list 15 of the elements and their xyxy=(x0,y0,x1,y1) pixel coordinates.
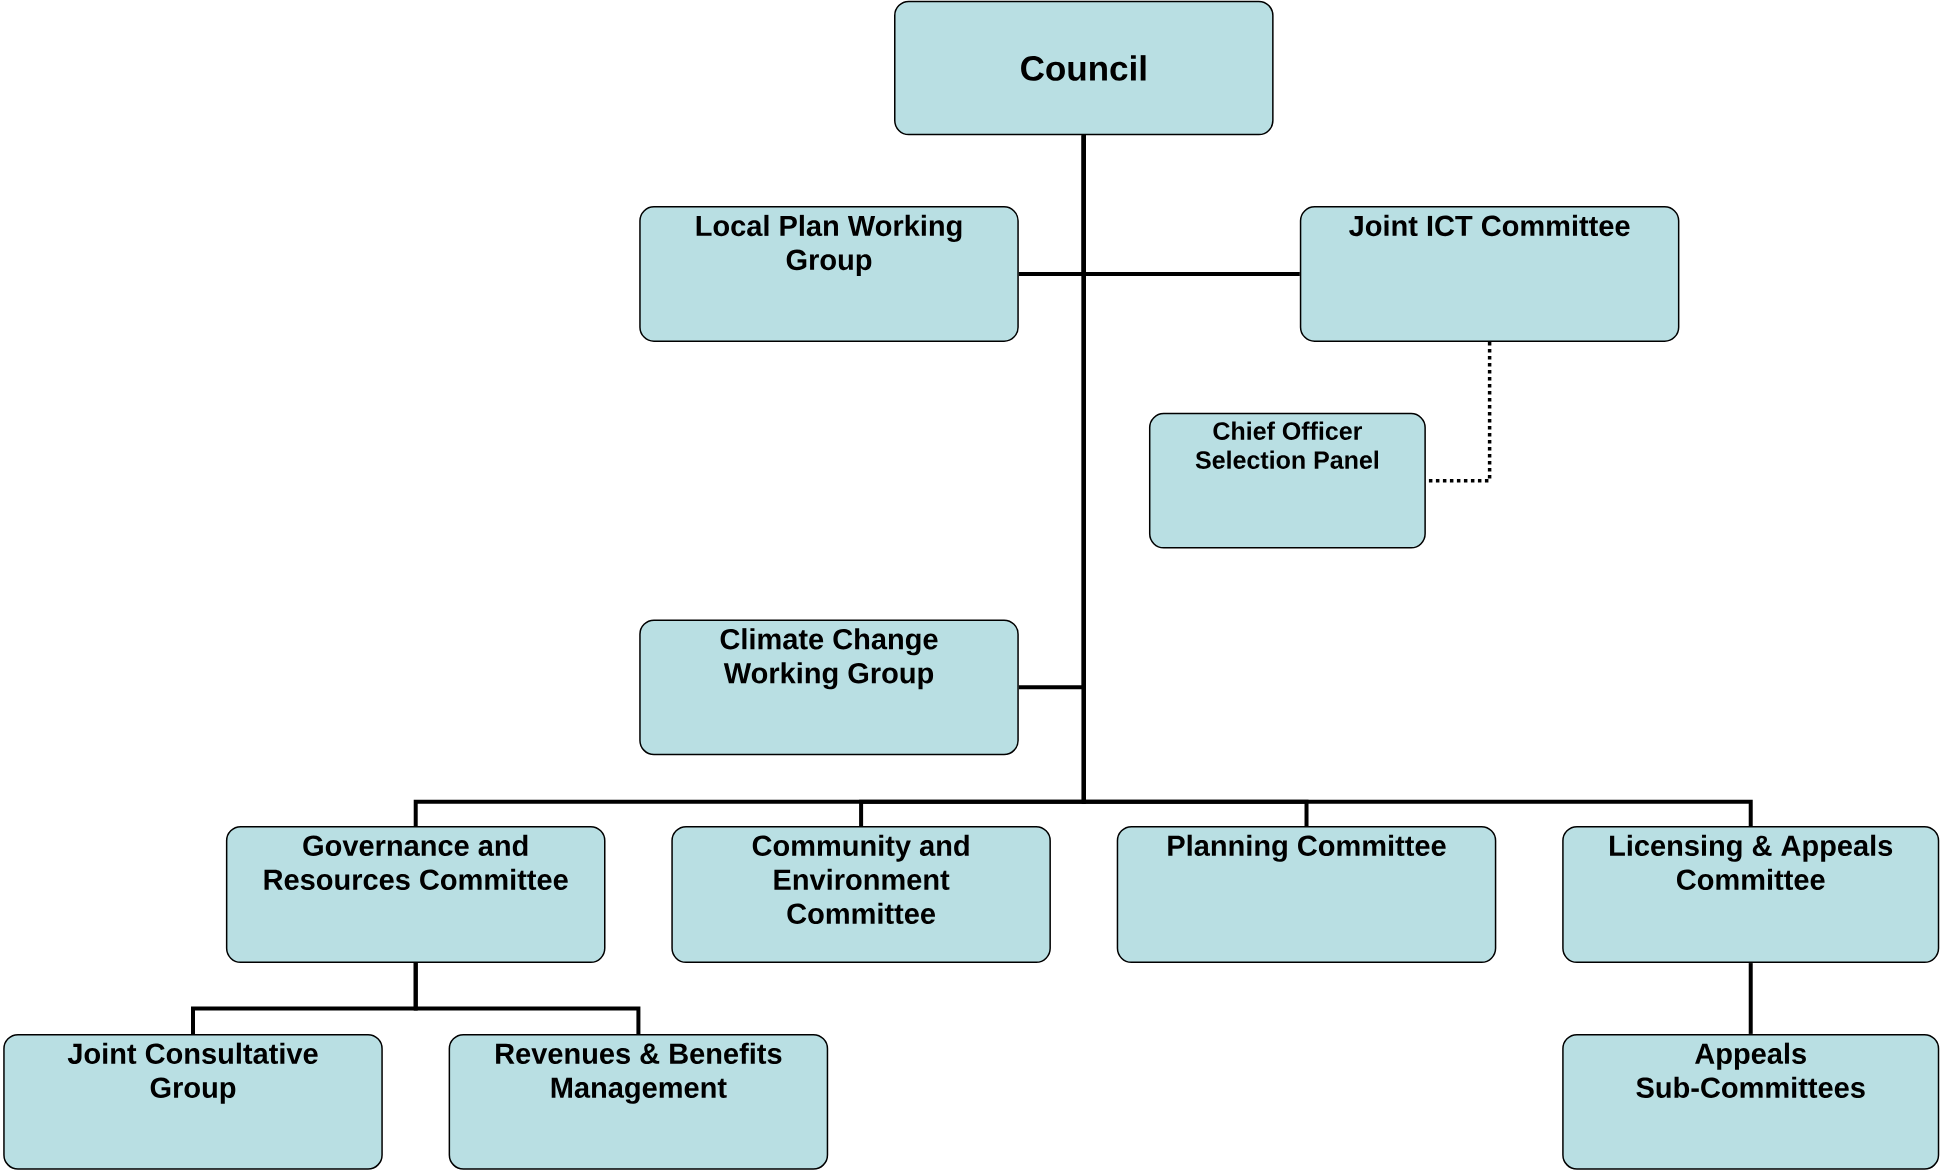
connector-line xyxy=(1081,135,1753,826)
committee-box: Licensing & Appeals Committee xyxy=(1562,825,1940,964)
committee-box: Climate Change Working Group xyxy=(639,619,1019,756)
committee-box: Appeals Sub-Committees xyxy=(1562,1033,1940,1170)
committee-box: Local Plan Working Group xyxy=(639,206,1019,342)
connector-line xyxy=(413,963,641,1034)
committee-box: Joint Consultative Group xyxy=(3,1033,383,1170)
committee-box: Governance and Resources Committee xyxy=(225,825,606,964)
committee-box: Joint ICT Committee xyxy=(1299,206,1680,342)
committee-box: Council xyxy=(894,0,1274,136)
committee-box: Chief Officer Selection Panel xyxy=(1148,412,1426,549)
committee-box: Revenues & Benefits Management xyxy=(448,1033,829,1170)
connector-line xyxy=(1748,963,1753,1034)
committee-box: Planning Committee xyxy=(1116,825,1497,964)
committee-box: Community and Environment Committee xyxy=(671,825,1051,964)
